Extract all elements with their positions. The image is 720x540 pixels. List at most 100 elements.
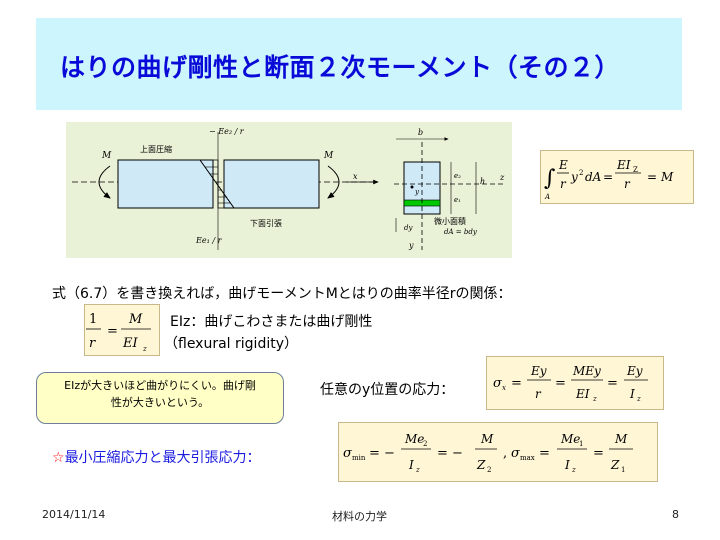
svg-text:A: A xyxy=(544,193,550,201)
bottom-strain-label: Ee₁ / r xyxy=(195,236,223,245)
svg-text:Me: Me xyxy=(404,432,424,446)
svg-text:z: z xyxy=(636,395,641,403)
svg-text:M: M xyxy=(614,432,628,446)
top-strain-label: − Ee₂ / r xyxy=(209,127,245,136)
svg-text:I: I xyxy=(629,387,635,401)
svg-text:Z: Z xyxy=(476,458,486,472)
svg-text:Z: Z xyxy=(610,458,620,472)
svg-text:1: 1 xyxy=(579,440,583,448)
star-icon: ☆ xyxy=(52,450,65,466)
svg-text:=: = xyxy=(593,446,604,461)
svg-text:Me: Me xyxy=(560,432,580,446)
max-min-stress-label: ☆最小圧縮応力と最大引張応力： xyxy=(52,447,261,467)
svg-text:σ: σ xyxy=(493,376,503,391)
svg-text:2: 2 xyxy=(423,440,427,448)
svg-text:dA: dA xyxy=(585,170,602,184)
height-h-label: h xyxy=(480,177,485,186)
svg-text:2: 2 xyxy=(487,466,491,474)
svg-text:MEy: MEy xyxy=(572,364,601,378)
svg-text:r: r xyxy=(624,177,631,191)
integral-equation-box: ∫ A E r y 2 dA = EI Z r = M xyxy=(540,150,694,204)
stress-equation-box: σ x = Ey r = MEy EI z = Ey I z xyxy=(486,356,664,410)
svg-text:r: r xyxy=(89,336,96,351)
rigidity-callout: EIzが大きいほど曲がりにくい。曲げ剛 性が大きいという。 xyxy=(36,372,284,424)
e2-label: e₂ xyxy=(454,172,461,180)
moment-left-label: M xyxy=(101,151,112,161)
svg-text:1: 1 xyxy=(621,466,625,474)
tension-label: 下面引張 xyxy=(250,219,282,228)
integral-equation: ∫ A E r y 2 dA = EI Z r = M xyxy=(544,158,674,201)
footer-page-number: 8 xyxy=(672,508,679,521)
svg-text:=: = xyxy=(647,170,657,184)
svg-text:EI: EI xyxy=(575,387,590,401)
svg-text:=: = xyxy=(511,376,522,391)
svg-text:M: M xyxy=(660,170,674,184)
dy-label: dy xyxy=(404,224,413,232)
element-area-label: 微小面積 xyxy=(434,216,466,226)
svg-text:z: z xyxy=(592,395,597,403)
beam-left-block xyxy=(117,159,214,209)
svg-text:1: 1 xyxy=(89,312,97,327)
beam-diagram-svg: − Ee₂ / r Ee₁ / r M M 上面圧縮 下面引張 x z y b … xyxy=(72,127,506,250)
z-axis-label: z xyxy=(499,173,505,182)
svg-text:z: z xyxy=(571,466,576,474)
e1-label: e₁ xyxy=(454,196,461,204)
svg-text:∫: ∫ xyxy=(544,166,556,191)
svg-text:x: x xyxy=(502,384,506,392)
stress-label: 任意のy位置の応力： xyxy=(320,382,455,398)
svg-text:min: min xyxy=(352,454,366,462)
sentence-relation: 式（6.7）を書き換えれば，曲げモーメントMとはりの曲率半径rの関係： xyxy=(52,286,512,302)
moment-right-label: M xyxy=(323,151,334,161)
curvature-equation-box: 1 r = M EI z xyxy=(84,304,160,356)
title-band xyxy=(36,18,682,110)
svg-text:=: = xyxy=(555,376,566,391)
max-min-stress-text: ☆最小圧縮応力と最大引張応力： xyxy=(52,450,261,466)
callout-line-1: EIzが大きいほど曲がりにくい。曲げ剛 xyxy=(64,379,256,392)
svg-text:= −: = − xyxy=(369,446,395,461)
svg-text:=: = xyxy=(607,376,618,391)
footer-course: 材料の力学 xyxy=(332,510,387,523)
svg-text:E: E xyxy=(558,158,568,172)
svg-text:r: r xyxy=(535,387,542,401)
svg-text:M: M xyxy=(128,312,143,327)
svg-text:= −: = − xyxy=(437,446,463,461)
extreme-stress-equation-box: σ min = − Me 2 I z = − M Z 2 , σ max = M… xyxy=(338,422,658,482)
compression-label: 上面圧縮 xyxy=(140,144,172,154)
slide-title: はりの曲げ剛性と断面２次モーメント（その２） xyxy=(60,53,621,82)
max-min-stress-words: 最小圧縮応力と最大引張応力： xyxy=(64,450,261,466)
svg-text:EI: EI xyxy=(616,158,631,172)
svg-text:σ: σ xyxy=(511,446,521,461)
width-b-label: b xyxy=(418,128,423,137)
svg-text:σ: σ xyxy=(343,446,353,461)
x-axis-label: x xyxy=(353,172,358,181)
footer-date: 2014/11/14 xyxy=(42,508,106,521)
extreme-stress-equation: σ min = − Me 2 I z = − M Z 2 , σ max = M… xyxy=(343,432,633,474)
rigidity-english: （flexural rigidity） xyxy=(164,336,298,352)
svg-text:=: = xyxy=(603,170,613,184)
svg-text:r: r xyxy=(560,177,567,191)
callout-line-2: 性が大きいという。 xyxy=(110,396,210,409)
svg-text:Ey: Ey xyxy=(626,364,643,378)
svg-text:Ey: Ey xyxy=(530,364,547,378)
svg-text:z: z xyxy=(415,466,420,474)
svg-text:=: = xyxy=(539,446,550,461)
svg-text:EI: EI xyxy=(122,336,138,351)
svg-text:M: M xyxy=(480,432,494,446)
curvature-equation: 1 r = M EI z xyxy=(86,312,151,353)
svg-text:y: y xyxy=(570,170,578,184)
beam-right-block xyxy=(223,159,320,209)
svg-text:=: = xyxy=(107,324,118,339)
rigidity-definition: EIz：曲げこわさまたは曲げ剛性 xyxy=(170,314,373,330)
svg-text:z: z xyxy=(142,345,147,353)
svg-text:I: I xyxy=(564,458,570,472)
stress-equation: σ x = Ey r = MEy EI z = Ey I z xyxy=(493,364,648,403)
svg-text:2: 2 xyxy=(579,169,583,177)
svg-text:Z: Z xyxy=(633,166,638,174)
svg-text:,: , xyxy=(503,446,507,461)
svg-text:I: I xyxy=(408,458,414,472)
svg-text:max: max xyxy=(520,454,535,462)
y-small-label: y xyxy=(414,188,420,196)
beam-diagram: − Ee₂ / r Ee₁ / r M M 上面圧縮 下面引張 x z y b … xyxy=(66,122,512,258)
element-area-formula: dA = bdy xyxy=(444,228,478,236)
y-axis-label: y xyxy=(408,241,414,250)
